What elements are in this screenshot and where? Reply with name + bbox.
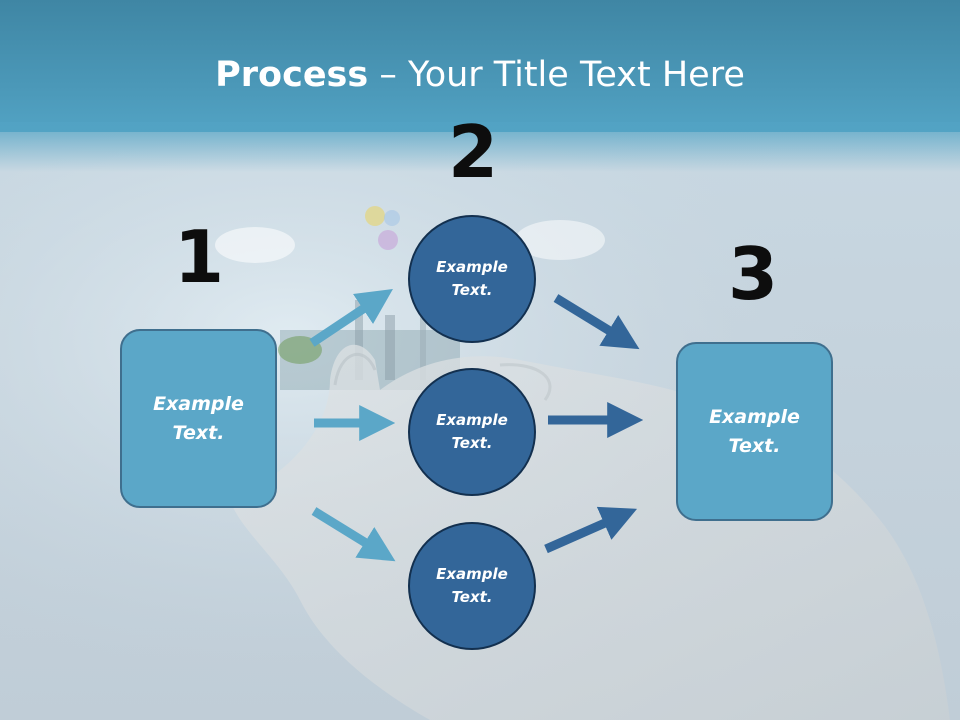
process-circle-middle: Example Text.: [408, 368, 536, 496]
title-rest: – Your Title Text Here: [368, 55, 745, 95]
step-number-3: 3: [727, 232, 779, 316]
left-box-text: Example Text.: [153, 392, 244, 444]
circle-top-text: Example Text.: [436, 258, 508, 299]
left-process-box: Example Text.: [120, 329, 277, 508]
right-process-box: Example Text.: [676, 342, 833, 521]
header-fade: [0, 122, 960, 172]
header-band: [0, 0, 960, 132]
step-number-1: 1: [173, 215, 225, 299]
right-box-text: Example Text.: [709, 405, 800, 457]
circle-bottom-text: Example Text.: [436, 565, 508, 606]
slide-title: Process – Your Title Text Here: [0, 52, 960, 98]
circle-middle-text: Example Text.: [436, 411, 508, 452]
process-circle-bottom: Example Text.: [408, 522, 536, 650]
arrow-bottom-to-right: [544, 506, 638, 554]
arrow-left-to-top: [309, 289, 393, 347]
title-bold: Process: [215, 55, 369, 95]
step-number-2: 2: [447, 110, 499, 194]
arrow-top-to-right: [553, 294, 640, 350]
arrow-left-to-bottom: [311, 507, 396, 562]
process-circle-top: Example Text.: [408, 215, 536, 343]
